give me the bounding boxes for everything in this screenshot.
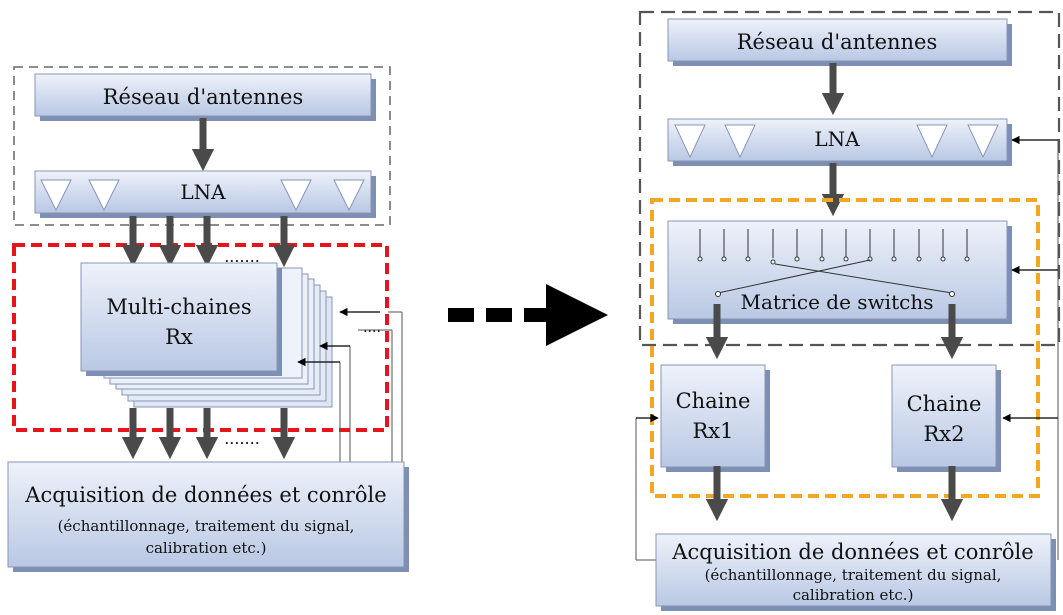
right-acquisition-box: Acquisition de données et conrôle (échan… <box>655 533 1056 611</box>
right-chain-rx1-box: Chaine Rx1 <box>660 364 770 472</box>
right-chain1-label-line2: Rx1 <box>692 419 733 443</box>
left-multichain-frame <box>12 243 389 432</box>
amplifier-icon <box>280 179 312 212</box>
amplifier-icon <box>88 179 120 212</box>
right-diagram: Réseau d'antennes LNA <box>635 10 1061 611</box>
amplifier-icon <box>724 124 756 159</box>
left-acq-title: Acquisition de données et conrôle <box>24 483 386 507</box>
left-multichain-label-line1: Multi-chaines <box>106 295 251 319</box>
right-acq-sub1: (échantillonnage, traitement du signal, <box>705 566 1002 584</box>
left-arrows-lna-to-rx <box>121 216 296 268</box>
amplifier-icon <box>967 124 999 159</box>
right-lna-label: LNA <box>814 127 860 151</box>
right-chain2-label-line2: Rx2 <box>923 422 964 446</box>
right-acq-sub2: calibration etc.) <box>793 586 914 604</box>
switch-matrix-icon <box>697 229 970 297</box>
left-arrows-rx-to-acq <box>121 408 296 460</box>
left-acq-sub2: calibration etc.) <box>146 539 267 557</box>
left-diagram: Réseau d'antennes LNA ....... <box>7 66 409 572</box>
transition-arrow <box>448 284 608 346</box>
right-control-lines <box>635 140 1059 561</box>
amplifier-icon <box>916 124 948 159</box>
right-acq-title: Acquisition de données et conrôle <box>671 540 1033 564</box>
left-frontend-frame <box>13 66 391 226</box>
left-multichain-stack <box>80 262 333 408</box>
left-antenna-array-box: Réseau d'antennes <box>34 73 376 121</box>
amplifier-icon <box>674 124 706 159</box>
left-acq-sub1: (échantillonnage, traitement du signal, <box>58 517 355 535</box>
right-antenna-array-box: Réseau d'antennes <box>667 18 1012 66</box>
left-lna-box: LNA <box>34 170 376 218</box>
left-antenna-array-label: Réseau d'antennes <box>103 85 304 109</box>
right-antenna-array-label: Réseau d'antennes <box>737 30 938 54</box>
right-chain2-label-line1: Chaine <box>907 392 982 416</box>
right-chain-rx2-box: Chaine Rx2 <box>891 364 1001 472</box>
left-control-lines <box>339 311 403 462</box>
left-dots-top: ....... <box>224 247 260 266</box>
right-chain1-label-line1: Chaine <box>676 389 751 413</box>
amplifier-icon <box>40 179 72 212</box>
left-acquisition-box: Acquisition de données et conrôle (échan… <box>7 461 409 572</box>
right-lna-box: LNA <box>667 118 1012 166</box>
amplifier-icon <box>333 179 365 212</box>
left-dots-bottom: ....... <box>224 429 260 448</box>
left-dots-side: .... <box>363 320 381 336</box>
right-switch-chain-frame <box>650 198 1040 498</box>
left-multichain-label-line2: Rx <box>165 325 193 349</box>
left-lna-label: LNA <box>180 180 226 204</box>
right-switch-matrix-label: Matrice de switchs <box>741 290 934 314</box>
